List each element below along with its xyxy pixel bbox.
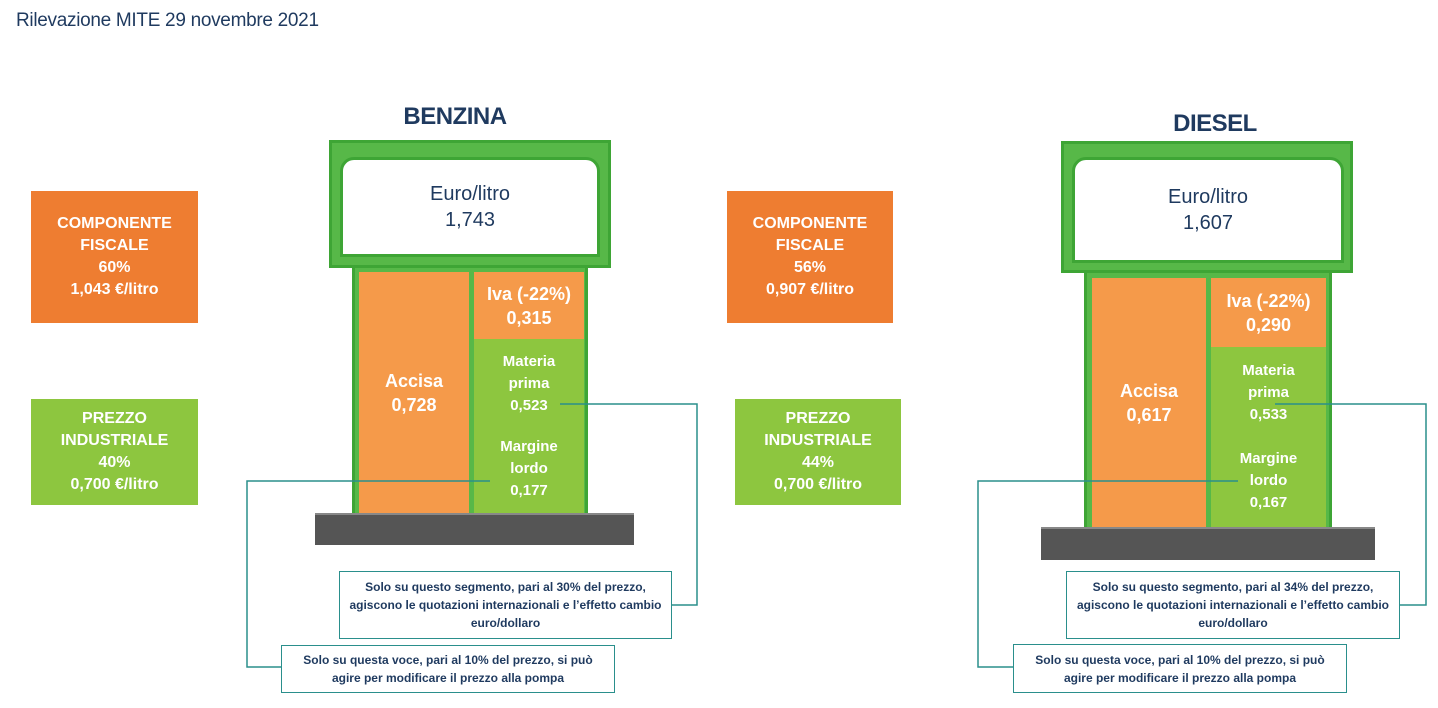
fiscal-pct: 56% [793,259,827,276]
industrial-label-2: INDUSTRIALE [764,432,872,449]
industrial-pct: 40% [98,454,131,471]
industrial-label-1: PREZZO [82,410,147,427]
fiscal-label-1: COMPONENTE [752,215,868,232]
benzina-industrial-box: PREZZO INDUSTRIALE 40% 0,700 €/litro [31,399,198,505]
diesel-accisa-segment: Accisa 0,617 [1092,278,1206,528]
fiscal-value: 0,907 €/litro [765,281,855,298]
note-line-2: agiscono le quotazioni internazionali e … [1076,598,1390,612]
benzina-fiscal-box: COMPONENTE FISCALE 60% 1,043 €/litro [31,191,198,323]
diesel-industrial-segment: Materia prima 0,533 Margine lordo 0,167 [1211,347,1326,528]
benzina-pump-head: Euro/litro 1,743 [329,140,611,268]
note-line-2: agire per modificare il prezzo alla pomp… [331,671,565,685]
unit-label: Euro/litro [1167,186,1249,208]
margine-label-1: Margine [500,438,558,455]
diesel-pump-base [1041,527,1375,560]
accisa-value: 0,728 [391,394,437,415]
unit-label: Euro/litro [429,183,511,205]
industrial-label-2: INDUSTRIALE [60,432,169,449]
benzina-heading: BENZINA [403,103,507,130]
margine-label-2: lordo [510,460,548,477]
note-line-1: Solo su questo segmento, pari al 34% del… [1092,580,1374,594]
benzina-price-display: Euro/litro 1,743 [340,157,600,257]
note-line-3: euro/dollaro [1198,616,1268,630]
note-line-2: agiscono le quotazioni internazionali e … [349,598,662,612]
price-value: 1,607 [1182,212,1234,234]
accisa-label: Accisa [384,370,444,391]
margine-value: 0,167 [1249,494,1288,511]
diesel-note-voce: Solo su questa voce, pari al 10% del pre… [1013,644,1347,693]
fiscal-label-2: FISCALE [80,237,149,254]
iva-label: Iva (-22%) [486,283,572,304]
materia-label-1: Materia [1242,362,1295,379]
fiscal-label-1: COMPONENTE [57,215,172,232]
accisa-value: 0,617 [1126,405,1172,425]
diesel-heading: DIESEL [1173,110,1257,137]
margine-label-1: Margine [1239,450,1298,467]
benzina-industrial-segment: Materia prima 0,523 Margine lordo 0,177 [474,339,584,513]
benzina-note-segment: Solo su questo segmento, pari al 30% del… [339,571,672,639]
materia-value: 0,533 [1249,406,1288,423]
materia-label-2: prima [508,375,550,392]
fiscal-label-2: FISCALE [775,237,845,254]
fiscal-value: 1,043 €/litro [70,281,159,298]
industrial-value: 0,700 €/litro [773,476,863,493]
note-line-1: Solo su questo segmento, pari al 30% del… [365,580,646,594]
diesel-fiscal-box: COMPONENTE FISCALE 56% 0,907 €/litro [727,191,893,323]
price-value: 1,743 [444,209,496,231]
industrial-label-1: PREZZO [785,410,851,427]
diesel-industrial-box: PREZZO INDUSTRIALE 44% 0,700 €/litro [735,399,901,505]
note-line-1: Solo su questa voce, pari al 10% del pre… [303,653,593,667]
industrial-value: 0,700 €/litro [70,476,159,493]
accisa-label: Accisa [1119,381,1179,401]
iva-label: Iva (-22%) [1226,290,1311,311]
diesel-pump-head: Euro/litro 1,607 [1061,141,1353,273]
diesel-note-segment: Solo su questo segmento, pari al 34% del… [1066,571,1400,639]
margine-label-2: lordo [1249,472,1288,489]
industrial-pct: 44% [801,454,835,471]
diesel-iva-segment: Iva (-22%) 0,290 [1211,278,1326,347]
materia-label-2: prima [1248,384,1289,401]
note-line-3: euro/dollaro [470,616,541,630]
iva-value: 0,315 [506,307,552,328]
fiscal-pct: 60% [98,259,131,276]
note-line-1: Solo su questa voce, pari al 10% del pre… [1035,652,1325,667]
diesel-price-display: Euro/litro 1,607 [1072,157,1344,263]
benzina-note-voce: Solo su questa voce, pari al 10% del pre… [281,645,615,693]
margine-value: 0,177 [510,482,548,499]
note-line-2: agire per modificare il prezzo alla pomp… [1063,670,1297,685]
materia-value: 0,523 [510,397,548,414]
benzina-iva-segment: Iva (-22%) 0,315 [474,272,584,339]
page-title: Rilevazione MITE 29 novembre 2021 [16,10,319,31]
iva-value: 0,290 [1245,314,1292,335]
benzina-accisa-segment: Accisa 0,728 [359,272,469,513]
benzina-pump-base [315,513,634,545]
materia-label-1: Materia [502,353,556,370]
